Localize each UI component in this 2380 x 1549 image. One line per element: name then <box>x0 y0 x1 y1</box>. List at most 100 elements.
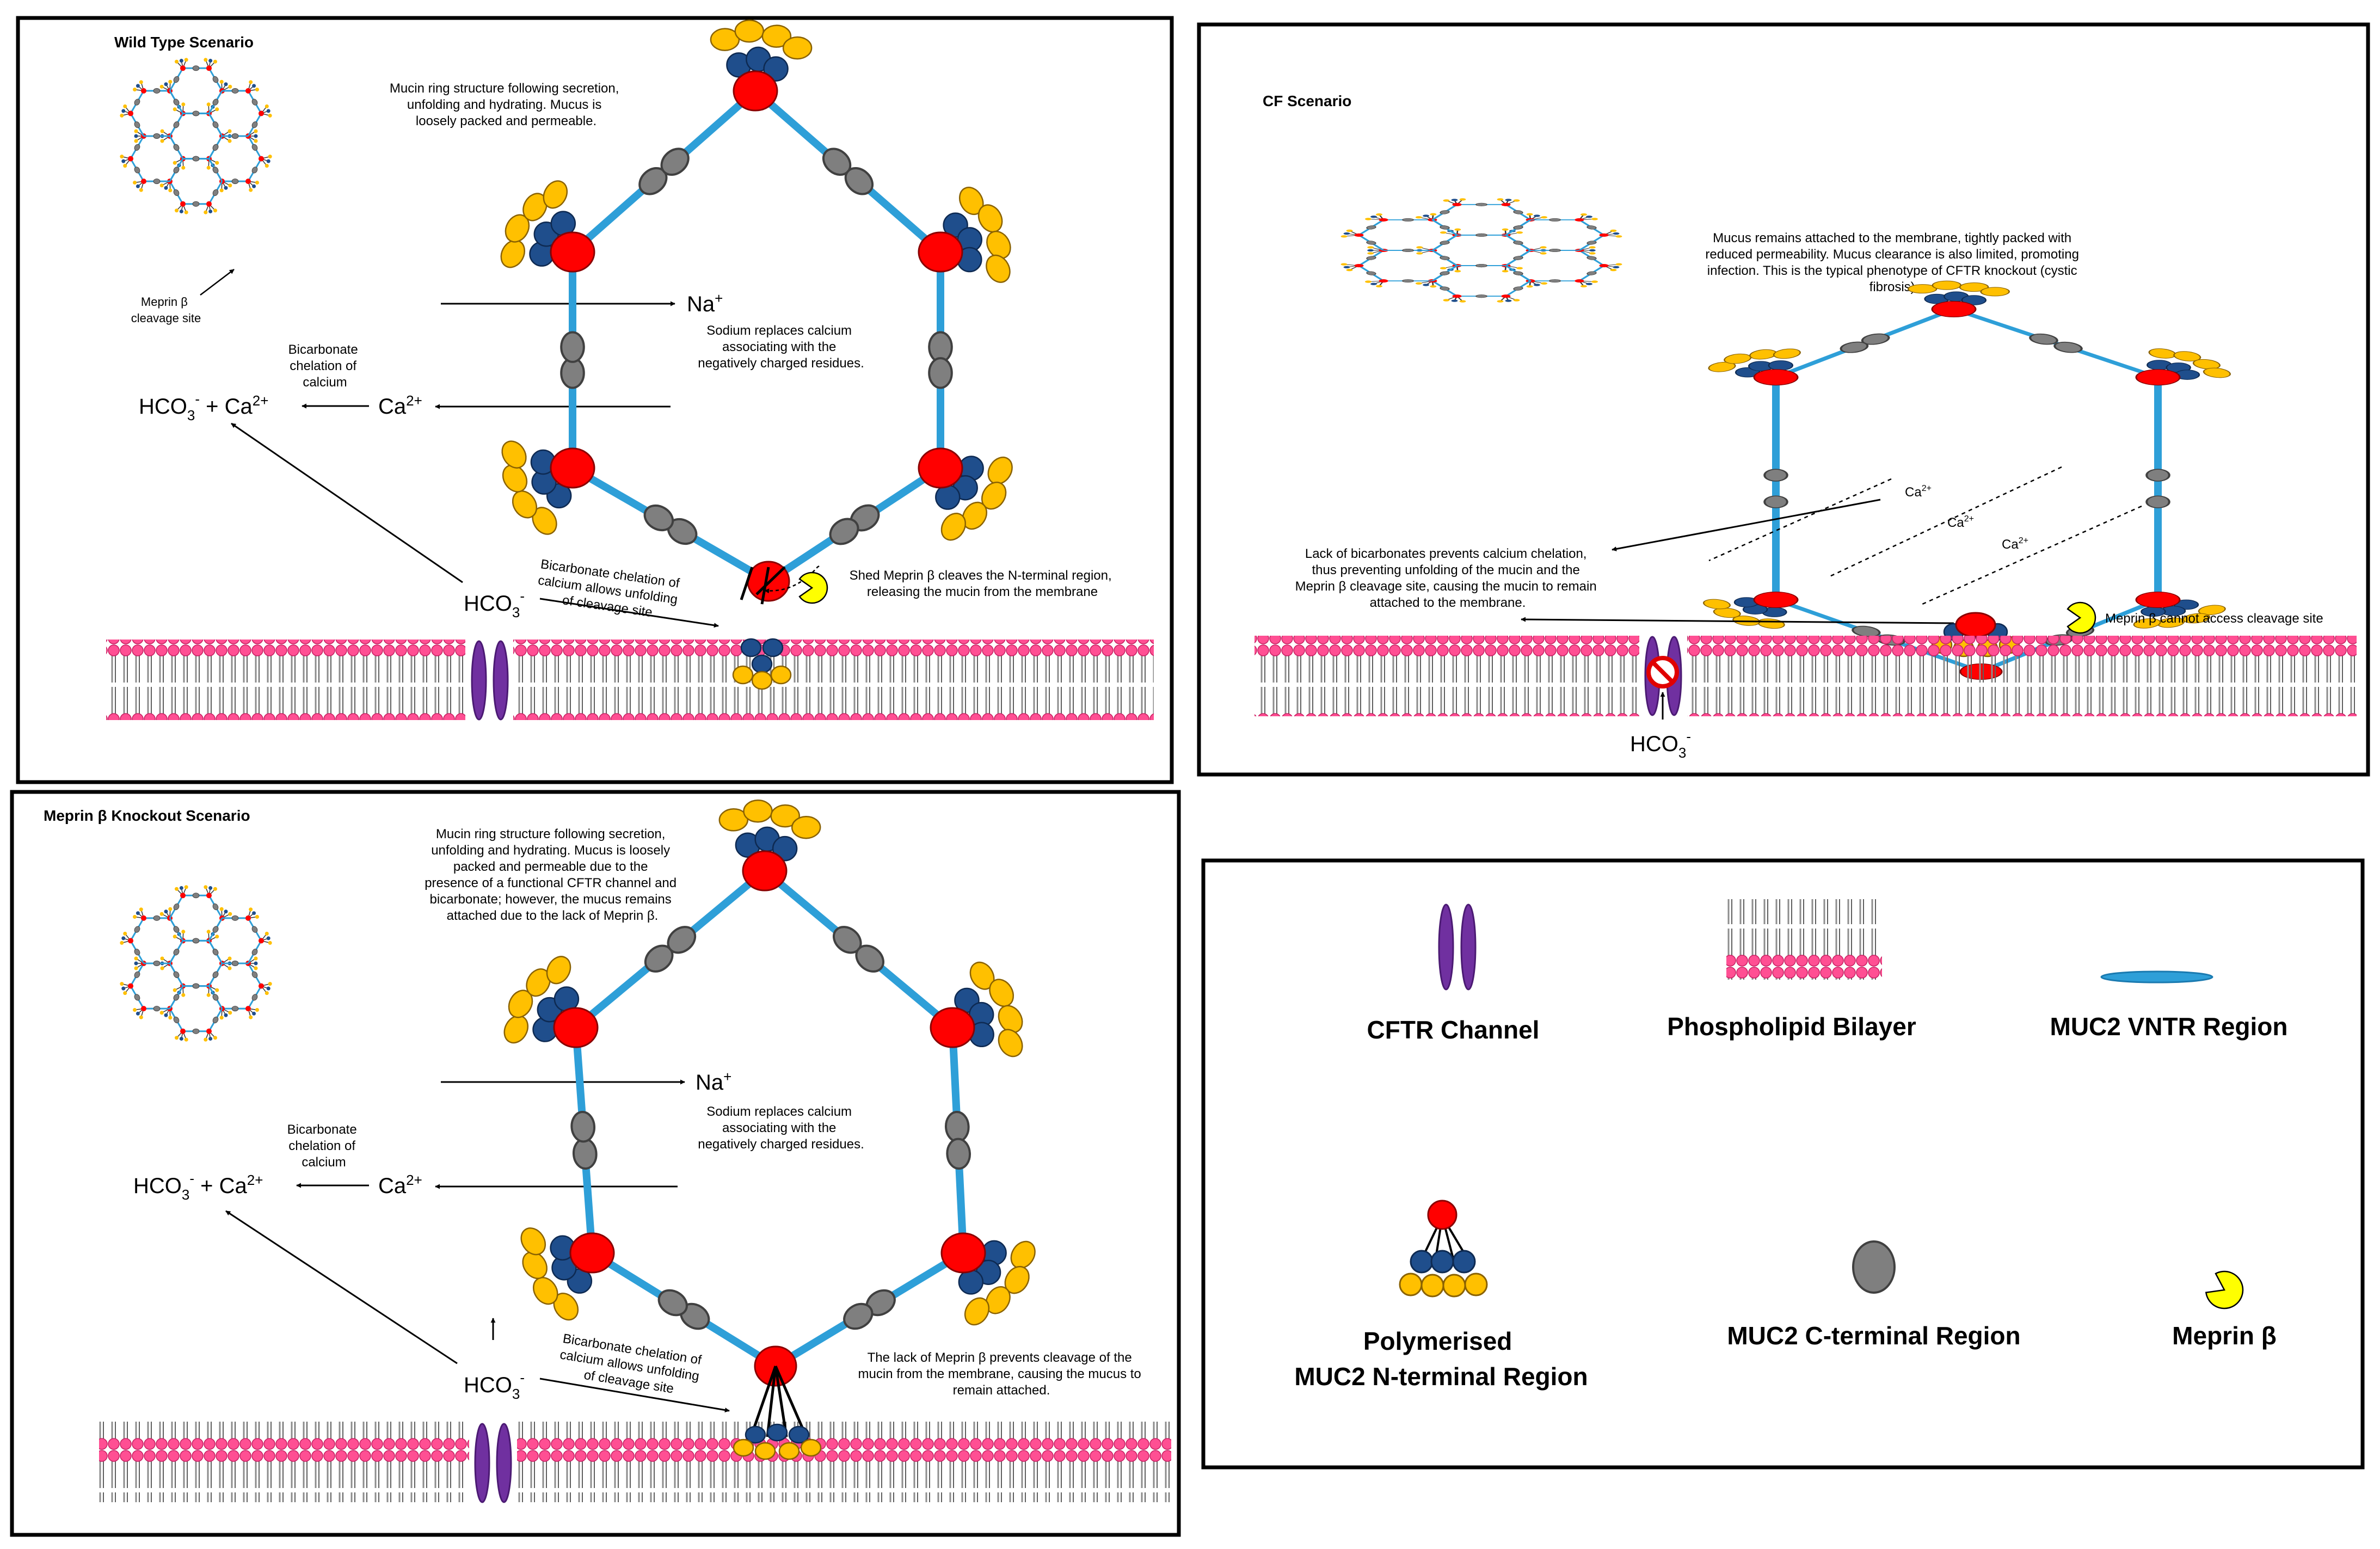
nterm-yellow-domain <box>751 671 773 690</box>
mesh-node <box>204 1028 217 1042</box>
mesh-domain <box>1613 266 1620 269</box>
mesh-domain <box>255 87 259 91</box>
mesh-node <box>175 1028 188 1042</box>
mesh-domain <box>1591 280 1598 283</box>
mesh-nterm-core <box>180 65 186 71</box>
cterm-region <box>231 1006 239 1012</box>
mesh-domain <box>1610 268 1617 272</box>
lack-meprin-description: The lack of Meprin β prevents cleavage o… <box>858 1350 1145 1398</box>
mesh-domain <box>1367 246 1374 249</box>
mesh-nterm-core <box>1379 279 1388 283</box>
mesh-domain <box>1589 252 1596 255</box>
mesh-node <box>204 885 217 899</box>
cterm-region <box>153 915 161 921</box>
mesh-domain <box>184 1037 188 1042</box>
mesh-nterm-core <box>206 893 212 899</box>
mesh-domain <box>1376 213 1382 216</box>
panel-title: CF Scenario <box>1263 93 1351 109</box>
mucin-ring <box>503 800 1036 1387</box>
mesh-node <box>259 982 272 995</box>
cterm-region <box>173 167 180 174</box>
mesh-domain <box>164 186 168 190</box>
cterm-region <box>231 179 239 185</box>
mesh-domain <box>1589 249 1596 252</box>
nterm-yellow-domain <box>522 1251 548 1280</box>
nterm-core <box>550 231 595 273</box>
cterm-region <box>1852 625 1881 637</box>
sodium-ion: Na+ <box>696 1068 731 1095</box>
cterm-region <box>1366 241 1376 245</box>
calcium-ion-3: Ca2+ <box>2002 536 2028 552</box>
nterm-yellow-domain <box>761 24 792 48</box>
mesh-node <box>245 1006 259 1019</box>
chelation-label: Bicarbonate chelation of calcium <box>287 1122 361 1170</box>
cterm-region <box>1475 233 1487 237</box>
sodium-description: Sodium replaces calcium associating with… <box>698 323 864 371</box>
mesh-domain <box>227 966 232 970</box>
cterm-region <box>2145 469 2170 482</box>
mesh-domain <box>1516 267 1523 269</box>
mesh-domain <box>224 1013 228 1017</box>
cterm-region <box>212 926 219 933</box>
nterm-yellow-domain <box>733 1439 754 1457</box>
cterm-region <box>844 167 874 195</box>
nterm-yellow-domain <box>543 180 568 209</box>
cterm-region <box>1586 241 1597 245</box>
nterm-yellow-domain <box>2203 367 2231 378</box>
cterm-region <box>944 1110 970 1143</box>
bicarbonate-arrow <box>225 1210 458 1364</box>
mesh-domain <box>1580 213 1587 216</box>
mesh-domain <box>1513 199 1520 202</box>
calcium-ion-1: Ca2+ <box>1905 484 1932 500</box>
mesh-domain <box>255 914 259 919</box>
mesh-domain <box>173 935 177 939</box>
mesh-domain <box>265 104 269 108</box>
cterm-region <box>1475 264 1487 268</box>
mesh-domain <box>134 134 138 138</box>
cterm-region <box>212 167 219 174</box>
mesh-domain <box>1541 216 1548 219</box>
nterm-yellow-domain <box>791 815 821 839</box>
mesh-domain <box>1367 249 1374 252</box>
mesh-node <box>259 155 272 168</box>
mesh-nterm-core <box>245 179 251 185</box>
mesh-nterm-core <box>128 938 133 944</box>
nterm-core <box>569 1232 615 1274</box>
lack-bicarbonate-description: Lack of bicarbonates prevents calcium ch… <box>1295 546 1601 610</box>
mesh-domain <box>1586 216 1592 218</box>
cterm-region <box>829 518 859 545</box>
mesh-node <box>1340 263 1364 272</box>
mesh-domain <box>208 886 213 890</box>
mesh-domain <box>175 887 179 891</box>
nterm-core <box>553 1007 599 1048</box>
mesh-domain <box>133 87 137 91</box>
nterm-yellow-domain <box>962 501 988 530</box>
nterm-yellow-domain <box>754 1442 776 1460</box>
meprin-no-access-label: Meprin β cannot access cleavage site <box>2105 611 2323 626</box>
mesh-domain <box>1502 228 1509 231</box>
cterm-region <box>231 915 239 921</box>
cterm-region <box>1440 256 1450 260</box>
nterm-blue-domain <box>772 835 798 862</box>
mesh-node <box>1443 294 1466 303</box>
mesh-domain <box>227 956 232 961</box>
mesh-domain <box>1440 231 1447 234</box>
nterm-yellow-domain <box>986 230 1011 259</box>
cterm-region <box>134 926 140 933</box>
mesh-domain <box>164 1013 168 1017</box>
mesh-nterm-core <box>141 1006 146 1012</box>
mesh-domain <box>160 956 164 961</box>
cterm-region <box>134 167 140 174</box>
mesh-domain <box>164 82 168 87</box>
mesh-domain <box>121 936 126 941</box>
cterm-region <box>212 99 219 106</box>
mesh-nterm-core <box>1599 263 1609 268</box>
mesh-domain <box>249 907 253 912</box>
nterm-core <box>2135 592 2181 608</box>
mesh-domain <box>228 183 232 188</box>
nterm-yellow-domain <box>501 440 527 469</box>
unfolding-arrow <box>539 1378 730 1413</box>
mesh-node <box>204 201 217 214</box>
mesh-domain <box>160 129 164 133</box>
mesh-nterm-core <box>206 201 212 207</box>
